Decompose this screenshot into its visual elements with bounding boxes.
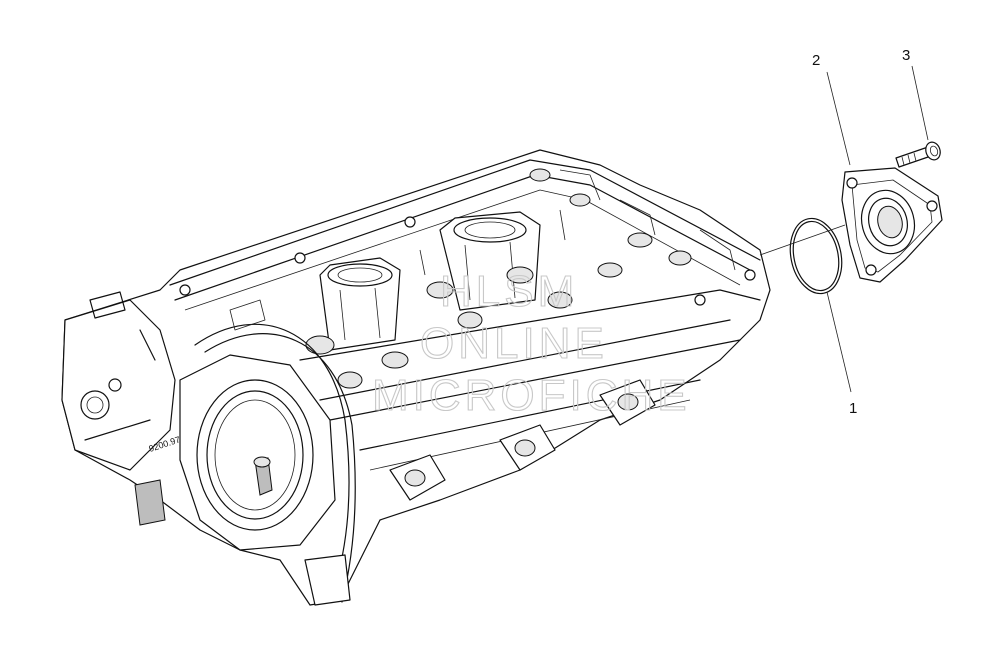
cam-tower-1 xyxy=(319,257,401,351)
callout-1: 1 xyxy=(849,400,857,417)
gasket-ring xyxy=(789,217,843,295)
thermostat-housing xyxy=(841,167,943,283)
assembly-line xyxy=(759,224,846,256)
bolt xyxy=(895,141,941,168)
callout-3: 3 xyxy=(902,47,910,64)
leader-line-3 xyxy=(911,65,929,141)
leader-line-1 xyxy=(826,291,852,393)
intake-ports xyxy=(389,379,656,501)
watermark: HLSM ONLINE MICROFICHE xyxy=(371,266,691,420)
valve-wells xyxy=(305,168,692,389)
leader-line-2 xyxy=(826,71,851,166)
watermark-line-3: MICROFICHE xyxy=(372,371,691,420)
sensor-block xyxy=(134,479,166,526)
rim-bolt-holes xyxy=(179,216,756,306)
callouts: 1 2 3 xyxy=(812,47,929,417)
cam-tower-2 xyxy=(439,211,541,311)
callout-2: 2 xyxy=(812,52,820,69)
cylinder-head: 9200.97 xyxy=(61,149,771,606)
cam-front-housing xyxy=(179,354,336,551)
watermark-line-1: HLSM xyxy=(440,267,578,316)
watermark-line-2: ONLINE xyxy=(420,319,608,368)
head-end-block xyxy=(61,291,176,471)
